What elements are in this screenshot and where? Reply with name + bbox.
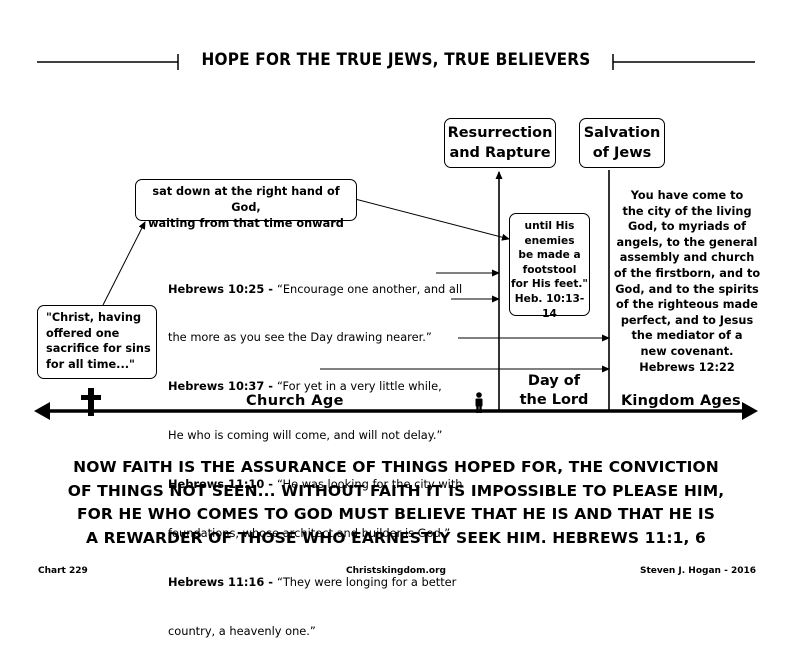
heb-1116-ref: Hebrews 11:16 - — [168, 574, 277, 589]
until-line-1: until His — [524, 220, 575, 232]
chart-number: Chart 229 — [38, 566, 88, 576]
sat-down-line-2: waiting from that time onward — [148, 217, 344, 230]
day-of-lord-line-1: Day of — [527, 373, 581, 389]
quote-line-3: FOR HE WHO COMES TO GOD MUST BELIEVE THA… — [76, 505, 716, 523]
right-text-line: God, and to the spirits — [615, 282, 759, 296]
right-text-line: new covenant. — [640, 344, 734, 358]
until-line-5: for His feet." — [511, 278, 588, 291]
until-line-6: Heb. 10:13-14 — [514, 292, 585, 320]
chart-title-text: HOPE FOR THE TRUE JEWS, TRUE BELIEVERS — [193, 50, 599, 70]
resurrection-line-2: and Rapture — [449, 145, 551, 161]
right-text-line: angels, to the general — [616, 235, 758, 249]
heb-1110-ref: Hebrews 11:10 - — [168, 477, 277, 492]
christ-line-4: for all time..." — [46, 357, 135, 371]
person-icon — [475, 392, 483, 413]
day-of-lord-line-2: the Lord — [519, 392, 589, 408]
christ-line-3: sacrifice for sins — [46, 342, 151, 355]
sat-down-line-1: sat down at the right hand of God, — [152, 185, 340, 214]
resurrection-rapture-box: Resurrection and Rapture — [444, 118, 556, 168]
quote-line-1: NOW FAITH IS THE ASSURANCE OF THINGS HOP… — [73, 458, 719, 476]
right-text-line: perfect, and to Jesus — [620, 313, 754, 327]
right-text-line: assembly and church — [619, 251, 755, 265]
right-text-line: of the firstborn, and to — [613, 266, 761, 280]
kingdom-ages-label: Kingdom Ages — [621, 393, 741, 409]
arrow-satdown-to-until — [354, 198, 510, 241]
heb-1025-ref: Hebrews 10:25 - — [168, 281, 277, 296]
heb-1025-text-1: “Encourage one another, and all — [276, 281, 463, 296]
heb-1037-line-2: He who is coming will come, and will not… — [168, 428, 443, 443]
title-rules — [37, 54, 755, 70]
until-footstool-box: until His enemies be made a footstool fo… — [509, 213, 590, 320]
arrow-christ-to-satdown — [102, 221, 146, 306]
salvation-line-2: of Jews — [592, 145, 652, 161]
christ-line-1: "Christ, having — [46, 311, 142, 324]
until-line-2: enemies — [524, 234, 575, 247]
quote-line-4: A REWARDER OF THOSE WHO EARNESTLY SEEK H… — [86, 528, 706, 547]
until-line-3: be made a — [518, 249, 581, 262]
until-line-4: footstool — [522, 263, 577, 276]
heb-1025-line-1: Hebrews 10:25 - “Encourage one another, … — [168, 281, 463, 297]
sat-down-box: sat down at the right hand of God, waiti… — [135, 179, 357, 230]
christ-line-2: offered one — [46, 326, 120, 340]
heb-1110-line-1: Hebrews 11:10 - “He was looking for the … — [168, 476, 463, 492]
hebrews-11-quote: NOW FAITH IS THE ASSURANCE OF THINGS HOP… — [20, 456, 772, 550]
diagram-lines — [34, 54, 758, 420]
author-credit: Steven J. Hogan - 2016 — [640, 566, 756, 576]
salvation-of-jews-box: Salvation of Jews — [579, 118, 665, 168]
right-text-line: You have come to — [630, 189, 744, 202]
chart-title: HOPE FOR THE TRUE JEWS, TRUE BELIEVERS — [0, 50, 792, 70]
right-text-line: the mediator of a — [631, 329, 743, 343]
resurrection-line-1: Resurrection — [447, 125, 553, 141]
right-text-line: the city of the living — [622, 204, 752, 218]
heb-1037-ref: Hebrews 10:37 - — [168, 379, 277, 394]
heb-1110-text-1: “He was looking for the city with — [276, 477, 463, 492]
hebrews-verses: Hebrews 10:25 - “Encourage one another, … — [168, 248, 463, 655]
right-text-line: God, to myriads of — [627, 220, 747, 234]
heb-1116-text-1: “They were longing for a better — [276, 574, 457, 589]
heb-1116-line-2: country, a heavenly one.” — [168, 623, 316, 638]
website-link[interactable]: Christskingdom.org — [346, 566, 446, 576]
cross-icon — [81, 388, 101, 416]
timeline-axis — [34, 402, 758, 420]
hebrews-1222-text: You have come to the city of the living … — [612, 188, 762, 375]
heb-1037-line-1: Hebrews 10:37 - “For yet in a very littl… — [168, 378, 463, 394]
heb-1037-text-1: “For yet in a very little while, — [276, 379, 442, 394]
church-age-label: Church Age — [246, 393, 344, 409]
heb-1110-line-2: foundations, whose architect and builder… — [168, 526, 451, 541]
christ-sacrifice-box: "Christ, having offered one sacrifice fo… — [37, 305, 157, 379]
right-text-line: of the righteous made — [616, 298, 758, 312]
day-of-the-lord-label: Day of the Lord — [501, 372, 607, 410]
heb-1025-line-2: the more as you see the Day drawing near… — [168, 330, 432, 345]
right-text-line: Hebrews 12:22 — [639, 360, 735, 374]
heb-1116-line-1: Hebrews 11:16 - “They were longing for a… — [168, 574, 463, 590]
salvation-line-1: Salvation — [583, 125, 661, 141]
quote-line-2: OF THINGS NOT SEEN... WITHOUT FAITH IT I… — [67, 481, 725, 500]
